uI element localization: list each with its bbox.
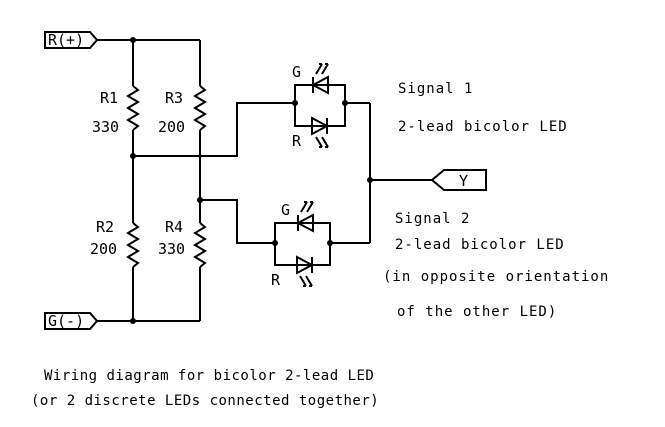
junction-dots [130, 37, 373, 324]
port-y-label: Y [459, 172, 468, 190]
resistor-r1-symbol [126, 85, 140, 131]
resistor-r4-name: R4 [165, 218, 183, 236]
led1-red-emit-icon [315, 136, 329, 148]
resistor-r4-value: 330 [158, 240, 185, 258]
led1-red-diode [311, 116, 330, 136]
led1-green-diode [310, 75, 329, 95]
led-pair-signal1 [294, 63, 370, 148]
led2-red-label: R [271, 271, 281, 289]
resistor-r3-name: R3 [165, 89, 183, 107]
led2-green-emit-icon [300, 201, 314, 213]
led2-red-emit-icon [299, 275, 313, 287]
signal2-desc: 2-lead bicolor LED [395, 237, 565, 253]
led1-green-emit-icon [315, 63, 329, 75]
signal2-note-line1: (in opposite orientation [383, 269, 609, 285]
port-r-plus: R(+) [44, 31, 99, 49]
led2-green-label: G [281, 201, 290, 219]
led1-green-label: G [292, 63, 301, 81]
port-r-plus-outline [44, 31, 99, 49]
led1-red-label: R [292, 132, 302, 150]
port-y-out: Y [430, 169, 487, 191]
right-divider [193, 40, 207, 321]
port-y-outline [430, 169, 487, 191]
resistor-r3-symbol [193, 85, 207, 131]
resistor-r1-name: R1 [100, 89, 118, 107]
port-g-minus-label: G(-) [48, 312, 84, 330]
signal2-title: Signal 2 [395, 211, 470, 227]
wire-right-mid-to-led2 [200, 199, 275, 244]
resistor-r3-value: 200 [158, 118, 185, 136]
left-divider [126, 40, 140, 321]
port-g-minus: G(-) [44, 312, 99, 330]
resistor-r2-symbol [126, 222, 140, 268]
caption-line1: Wiring diagram for bicolor 2-lead LED [44, 368, 374, 384]
resistor-r2-value: 200 [90, 240, 117, 258]
signal1-title: Signal 1 [398, 81, 473, 97]
port-g-minus-outline [44, 312, 99, 330]
resistor-r2-name: R2 [96, 218, 114, 236]
led2-red-diode [296, 255, 315, 275]
resistor-r1-value: 330 [92, 118, 119, 136]
port-r-plus-label: R(+) [48, 31, 84, 49]
wire-left-mid-to-led1 [133, 102, 295, 157]
caption-line2: (or 2 discrete LEDs connected together) [31, 393, 379, 409]
led-pair-signal2 [274, 201, 370, 287]
signal2-note-line2: of the other LED) [397, 304, 557, 320]
led2-green-diode [295, 213, 314, 233]
resistor-r4-symbol [193, 222, 207, 268]
signal1-desc: 2-lead bicolor LED [398, 119, 568, 135]
